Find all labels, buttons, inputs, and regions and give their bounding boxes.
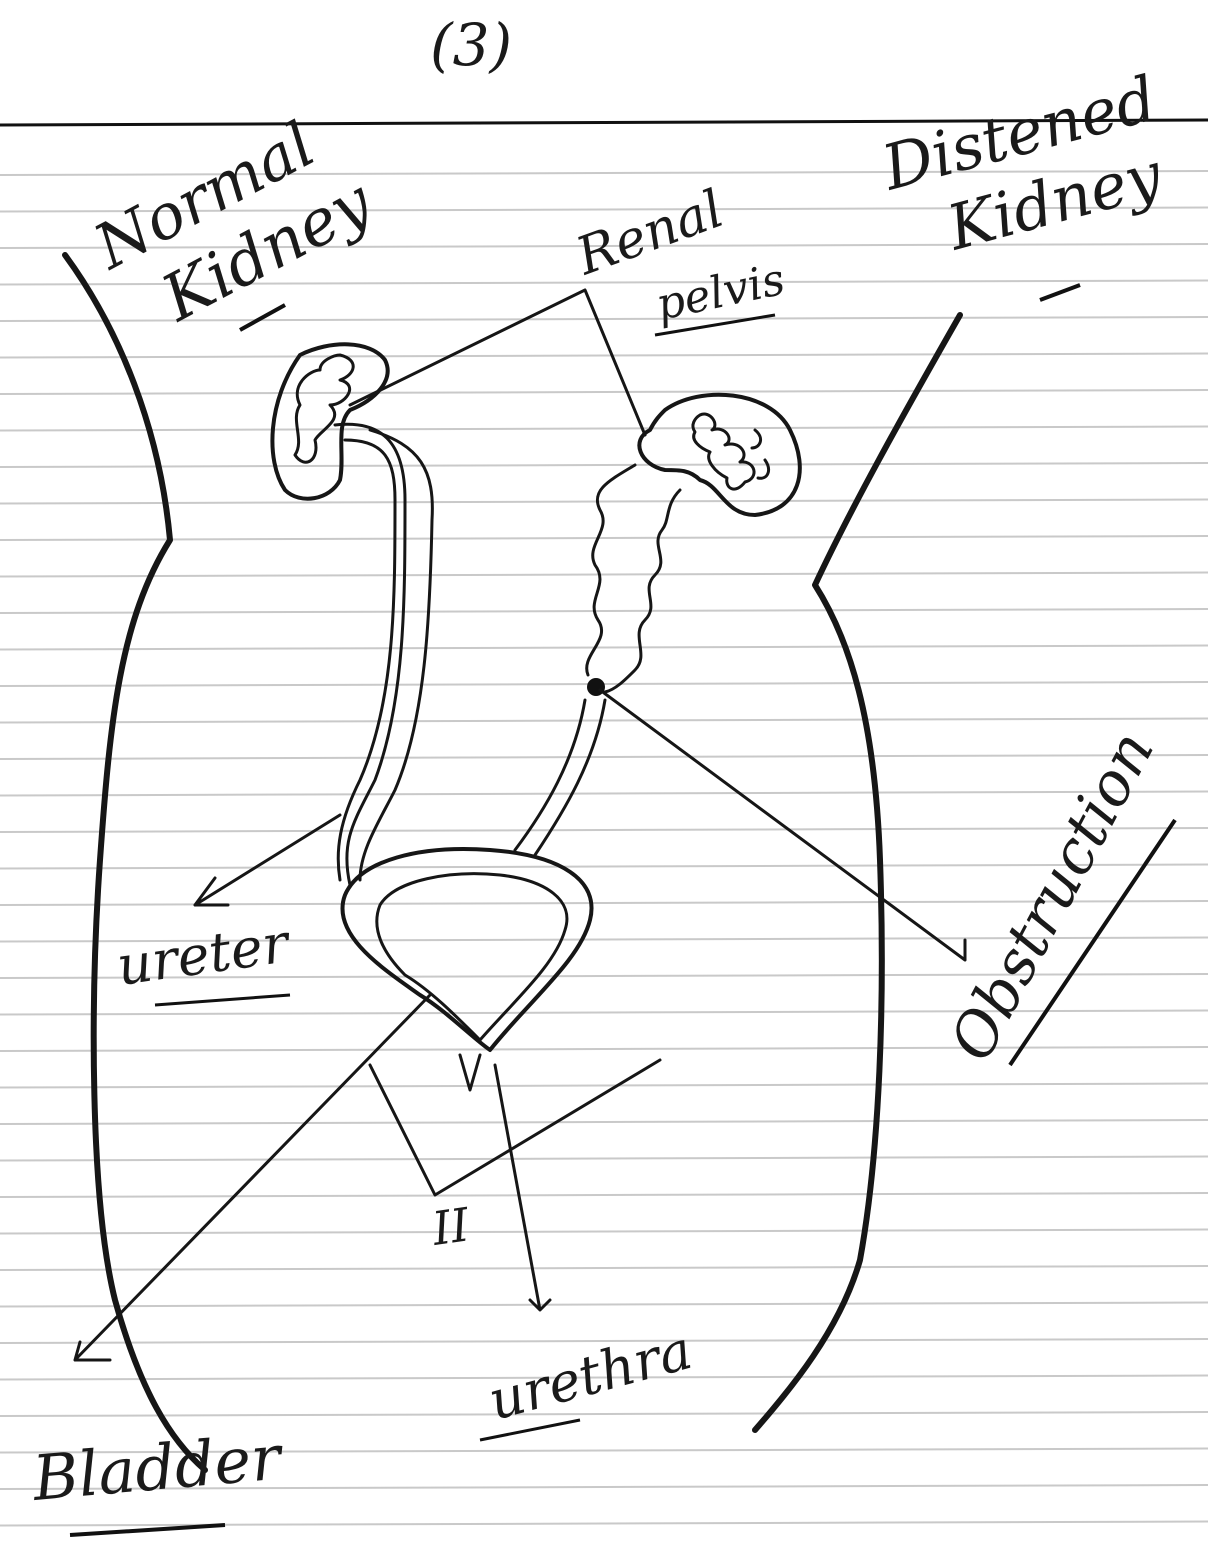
ruled-line (0, 390, 1208, 394)
ruled-line (0, 719, 1208, 723)
normal-ureter (335, 424, 432, 885)
ruled-line (0, 646, 1208, 650)
ruled-line (0, 1193, 1208, 1197)
ruled-line (0, 755, 1208, 759)
ruled-line (0, 536, 1208, 540)
ruled-line (0, 354, 1208, 358)
body-outline (65, 255, 960, 1470)
ruled-lines (0, 171, 1208, 1526)
pointer-lines (75, 290, 965, 1360)
ruled-line (0, 792, 1208, 796)
distended-ureter (515, 465, 680, 855)
ruled-line (0, 828, 1208, 832)
label-ureter: ureter (113, 911, 295, 998)
normal-kidney-underline (240, 305, 285, 330)
ruled-line (0, 1230, 1208, 1234)
ruled-line (0, 573, 1208, 577)
ruled-line (0, 609, 1208, 613)
bladder-shape (342, 849, 591, 1090)
ruled-line (0, 427, 1208, 431)
ruled-line (0, 1084, 1208, 1088)
distended-kidney-underline (1040, 285, 1080, 300)
bladder-underline (70, 1525, 225, 1535)
ureter-underline (155, 995, 290, 1005)
page-number: (3) (430, 11, 512, 79)
distended-kidney (639, 395, 799, 515)
label-ii-mark: II (428, 1197, 473, 1256)
ruled-line (0, 1120, 1208, 1124)
label-urethra: urethra (482, 1318, 698, 1432)
ruled-line (0, 1412, 1208, 1416)
ruled-line (0, 500, 1208, 504)
label-obstruction: Obstruction (936, 720, 1168, 1072)
ruled-line (0, 1157, 1208, 1161)
ruled-line (0, 1047, 1208, 1051)
ruled-line (0, 1303, 1208, 1307)
ruled-line (0, 463, 1208, 467)
normal-kidney (272, 344, 387, 498)
ruled-line (0, 1266, 1208, 1270)
ruled-line (0, 1522, 1208, 1526)
label-bladder: Bladder (29, 1420, 287, 1515)
